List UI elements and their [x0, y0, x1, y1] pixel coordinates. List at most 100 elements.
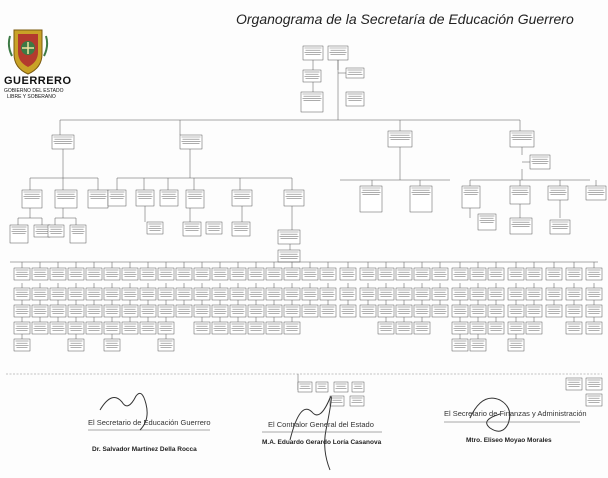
org-unit-box	[413, 304, 431, 318]
org-unit-box	[85, 304, 103, 318]
org-unit-box	[487, 321, 505, 335]
org-unit-box	[193, 304, 211, 318]
signature-stroke	[289, 396, 332, 471]
org-unit-box	[395, 267, 413, 281]
org-unit-box	[377, 321, 395, 335]
org-unit-box	[87, 189, 109, 209]
org-unit-box	[13, 287, 31, 301]
org-unit-box	[283, 304, 301, 318]
org-unit-box	[525, 304, 543, 318]
org-unit-box	[51, 134, 75, 150]
org-unit-box	[302, 69, 322, 83]
org-unit-box	[13, 267, 31, 281]
org-unit-box	[85, 267, 103, 281]
logo-caption-1: GOBIERNO DEL ESTADO	[4, 88, 64, 94]
org-unit-box	[359, 304, 377, 318]
org-unit-box	[283, 321, 301, 335]
signature-role-1: El Secretario de Educación Guerrero	[88, 418, 211, 427]
org-unit-box	[211, 321, 229, 335]
org-unit-box	[47, 224, 65, 238]
org-unit-box	[509, 217, 533, 235]
org-unit-box	[585, 267, 603, 281]
org-unit-box	[13, 338, 31, 352]
org-unit-box	[67, 267, 85, 281]
org-unit-box	[67, 304, 85, 318]
org-unit-box	[175, 267, 193, 281]
org-unit-box	[247, 287, 265, 301]
org-unit-box	[139, 321, 157, 335]
org-unit-box	[469, 321, 487, 335]
org-unit-box	[13, 321, 31, 335]
signature-name-3: Mtro. Eliseo Moyao Morales	[466, 437, 552, 444]
org-unit-box	[451, 304, 469, 318]
org-unit-box	[507, 267, 525, 281]
org-unit-box	[157, 338, 175, 352]
org-unit-box	[301, 267, 319, 281]
org-unit-box	[345, 91, 365, 107]
org-unit-box	[283, 287, 301, 301]
org-unit-box	[565, 287, 583, 301]
org-unit-box	[431, 267, 449, 281]
org-unit-box	[300, 91, 324, 113]
org-unit-box	[469, 267, 487, 281]
org-unit-box	[31, 304, 49, 318]
org-unit-box	[193, 287, 211, 301]
org-unit-box	[54, 189, 78, 209]
signature-role-3: El Secretario de Finanzas y Administraci…	[444, 409, 587, 418]
org-unit-box	[549, 219, 571, 235]
org-unit-box	[193, 321, 211, 335]
org-unit-box	[283, 267, 301, 281]
org-unit-box	[319, 287, 337, 301]
org-unit-box	[451, 287, 469, 301]
org-unit-box	[31, 267, 49, 281]
org-unit-box	[329, 395, 345, 407]
org-unit-box	[49, 287, 67, 301]
org-unit-box	[451, 321, 469, 335]
org-unit-box	[157, 267, 175, 281]
org-unit-box	[451, 267, 469, 281]
org-unit-box	[85, 287, 103, 301]
org-unit-box	[139, 267, 157, 281]
signature-stroke	[99, 392, 148, 431]
org-unit-box	[121, 267, 139, 281]
org-unit-box	[157, 321, 175, 335]
org-unit-box	[302, 45, 324, 61]
org-unit-box	[157, 287, 175, 301]
org-unit-box	[487, 304, 505, 318]
org-unit-box	[182, 221, 202, 237]
org-unit-box	[21, 189, 43, 209]
org-unit-box	[85, 321, 103, 335]
org-unit-box	[345, 67, 365, 79]
org-unit-box	[247, 321, 265, 335]
org-unit-box	[525, 287, 543, 301]
org-unit-box	[545, 304, 563, 318]
org-unit-box	[507, 321, 525, 335]
org-unit-box	[121, 287, 139, 301]
org-unit-box	[231, 221, 251, 237]
org-unit-box	[507, 304, 525, 318]
org-unit-box	[585, 377, 603, 391]
org-unit-box	[13, 304, 31, 318]
org-unit-box	[231, 189, 253, 207]
org-unit-box	[359, 185, 383, 213]
org-unit-box	[413, 267, 431, 281]
org-unit-box	[159, 189, 179, 207]
logo-wordmark: GUERRERO	[4, 75, 72, 87]
org-unit-box	[585, 287, 603, 301]
org-unit-box	[265, 304, 283, 318]
org-unit-box	[525, 321, 543, 335]
org-unit-box	[327, 45, 349, 61]
org-unit-box	[49, 321, 67, 335]
org-unit-box	[377, 287, 395, 301]
org-unit-box	[277, 229, 301, 245]
org-unit-box	[319, 304, 337, 318]
org-unit-box	[339, 267, 357, 281]
org-unit-box	[121, 321, 139, 335]
org-unit-box	[333, 381, 349, 393]
org-unit-box	[349, 395, 365, 407]
org-unit-box	[49, 267, 67, 281]
org-unit-box	[469, 304, 487, 318]
org-unit-box	[139, 304, 157, 318]
org-unit-box	[265, 267, 283, 281]
